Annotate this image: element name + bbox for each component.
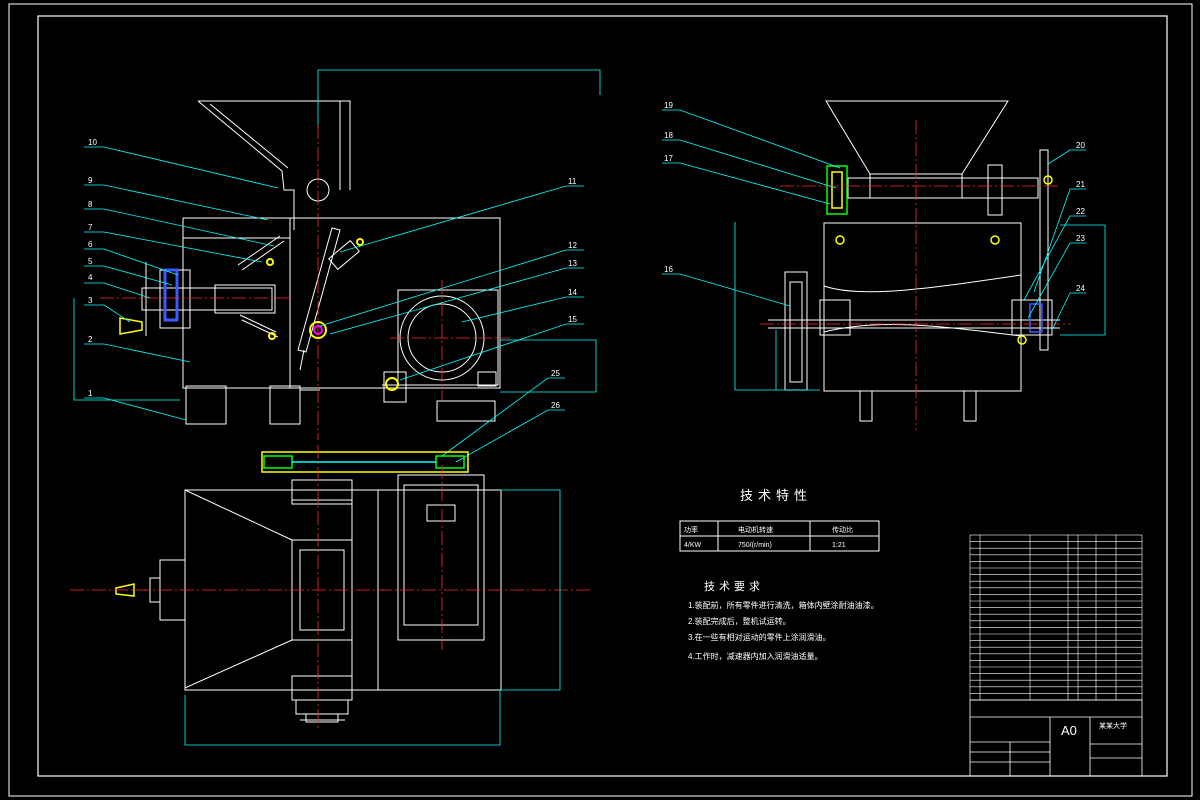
spec-table-text: 功率 电动机转速 传动比 4/KW 750/(r/min) 1:21 <box>684 525 853 549</box>
requirement-3: 3.在一些有相对运动的零件上涂润滑油。 <box>688 632 831 642</box>
spec-title: 技术特性 <box>740 488 812 503</box>
requirement-1: 1.装配前，所有零件进行清洗，箱体内壁涂耐油油漆。 <box>688 600 879 610</box>
callout-2: 2 <box>88 335 93 344</box>
callout-4: 4 <box>88 273 93 282</box>
requirements-list: 1.装配前，所有零件进行清洗，箱体内壁涂耐油油漆。 2.装配完成后，整机试运转。… <box>688 600 879 661</box>
callout-18: 18 <box>664 131 673 140</box>
top-view-colored <box>115 451 469 597</box>
callout-11: 11 <box>568 177 577 186</box>
callout-22: 22 <box>1076 207 1085 216</box>
side-view-centerlines <box>760 120 1070 430</box>
callout-26: 26 <box>551 401 560 410</box>
spec-cell-1: 750/(r/min) <box>738 542 772 549</box>
front-view-dimensions <box>73 69 601 401</box>
spec-table <box>679 520 880 552</box>
callout-6: 6 <box>88 240 93 249</box>
top-view <box>149 474 502 723</box>
callout-15: 15 <box>568 315 577 324</box>
spec-cell-0: 4/KW <box>684 542 702 549</box>
outer-border <box>8 3 1193 797</box>
callout-labels-right: 16 17 18 19 20 21 22 23 24 <box>664 101 1085 293</box>
top-view-dimensions <box>184 489 561 746</box>
side-view-dimensions <box>734 222 1106 391</box>
callout-5: 5 <box>88 257 93 266</box>
callout-17: 17 <box>664 154 673 163</box>
requirement-2: 2.装配完成后，整机试运转。 <box>688 616 791 626</box>
callout-14: 14 <box>568 288 577 297</box>
callout-3: 3 <box>88 296 93 305</box>
callout-23: 23 <box>1076 234 1085 243</box>
requirement-4: 4.工作时，减速器内加入润滑油适量。 <box>688 651 823 661</box>
callout-10: 10 <box>88 138 97 147</box>
leaders-left <box>84 146 584 463</box>
front-view <box>141 100 501 425</box>
callout-1: 1 <box>88 389 93 398</box>
front-view-colored <box>119 238 399 391</box>
callout-8: 8 <box>88 200 93 209</box>
inner-border <box>37 15 1168 777</box>
callout-20: 20 <box>1076 141 1085 150</box>
callout-9: 9 <box>88 176 93 185</box>
callout-19: 19 <box>664 101 673 110</box>
callout-16: 16 <box>664 265 673 274</box>
spec-header-0: 功率 <box>684 525 698 534</box>
side-view-colored <box>826 165 1053 345</box>
requirements-title: 技术要求 <box>704 580 764 593</box>
front-view-centerlines <box>100 125 510 440</box>
callout-21: 21 <box>1076 180 1085 189</box>
callout-24: 24 <box>1076 284 1085 293</box>
spec-cell-2: 1:21 <box>832 542 846 549</box>
spec-header-1: 电动机转速 <box>738 525 773 534</box>
top-view-centerlines <box>70 445 590 730</box>
sheet-size: A0 <box>1061 723 1077 738</box>
callout-13: 13 <box>568 259 577 268</box>
spec-header-2: 传动比 <box>832 525 853 534</box>
parts-list <box>969 534 1143 701</box>
callout-labels-left: 1 2 3 4 5 6 7 8 9 10 11 12 13 14 15 25 2… <box>88 138 577 410</box>
callout-12: 12 <box>568 241 577 250</box>
title-block <box>969 699 1143 777</box>
callout-25: 25 <box>551 369 560 378</box>
callout-7: 7 <box>88 223 93 232</box>
side-view <box>768 100 1060 422</box>
school-name: 某某大学 <box>1099 721 1127 730</box>
leaders-right <box>662 109 1086 331</box>
